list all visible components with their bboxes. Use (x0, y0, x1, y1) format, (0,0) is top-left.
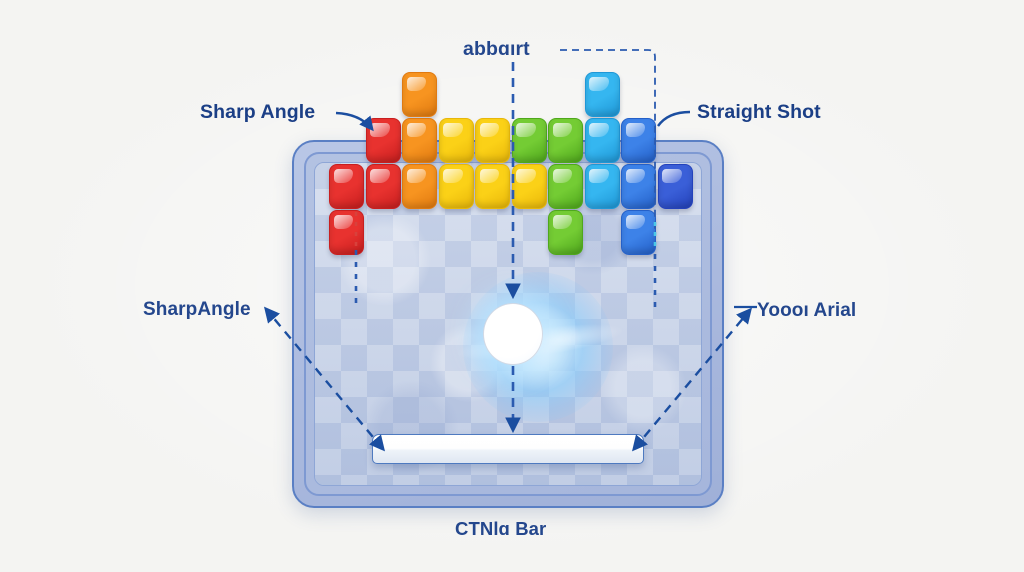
game-ball[interactable] (483, 303, 543, 365)
label-control-bar: CTNlɑ Bar (455, 518, 547, 539)
brick-cyan[interactable] (584, 72, 620, 117)
label-straight-shot: Straight Shot (697, 101, 821, 123)
brick-orange[interactable] (402, 72, 437, 117)
label-top-center: abbɑırt (463, 38, 530, 60)
label-tool-right: Yoooı Arial (757, 300, 857, 321)
game-paddle[interactable] (372, 434, 644, 464)
sharp-angle-top-arrow (335, 111, 374, 132)
label-sharp-angle-mid: SharpAngle (143, 299, 251, 320)
straight-shot-tick (657, 110, 691, 127)
label-sharp-angle-top: Sharp Angle (200, 101, 316, 123)
